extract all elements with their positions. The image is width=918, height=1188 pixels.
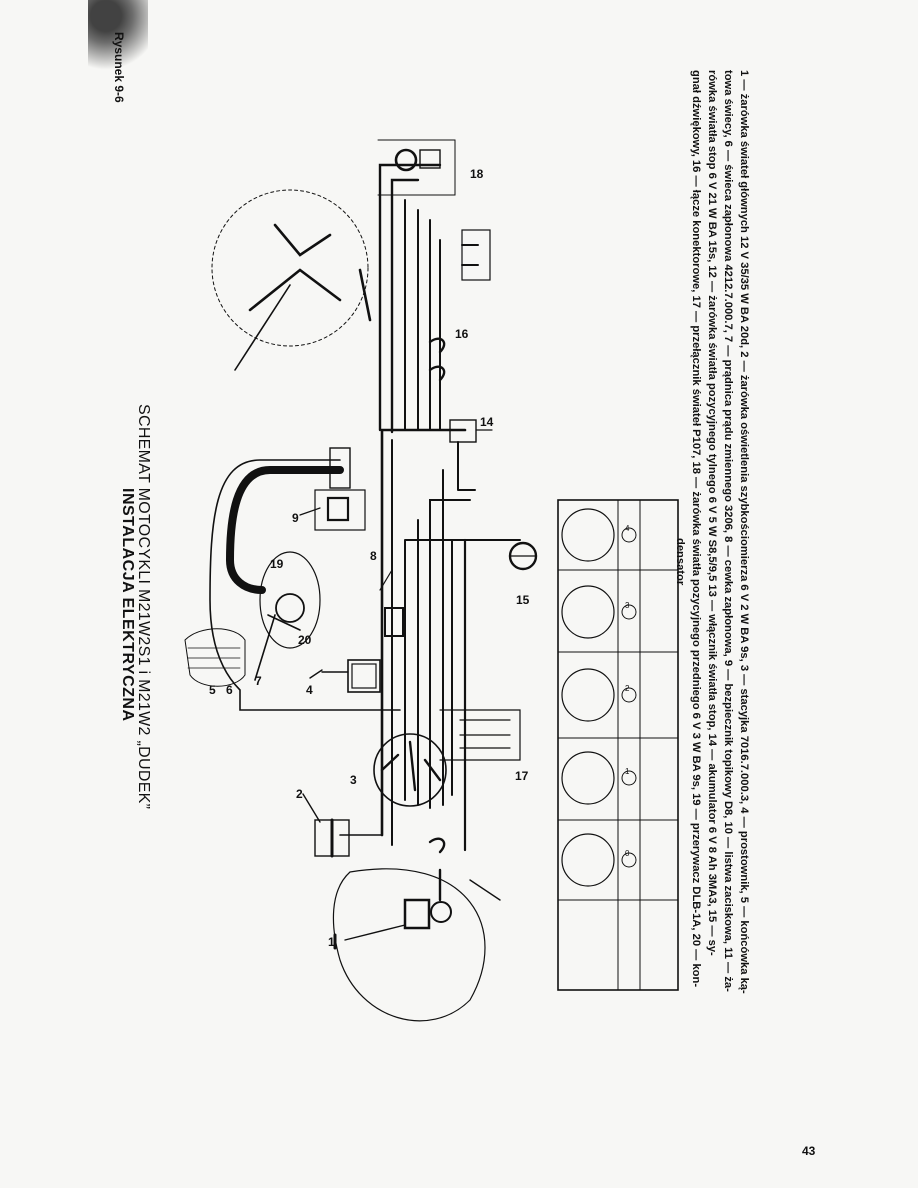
label-19: 19	[270, 557, 284, 571]
key-position-0: 0	[625, 849, 630, 858]
label-18: 18	[470, 167, 484, 181]
key-position-4: 4	[625, 524, 630, 533]
label-14: 14	[480, 415, 494, 429]
caption-line-3: rówka światła stop 6 V 21 W BA 15s, 12 —…	[706, 70, 718, 956]
page-number: 43	[802, 1144, 816, 1158]
caption-line-5: densator	[674, 538, 686, 586]
label-20: 20	[298, 633, 312, 647]
label-15: 15	[516, 593, 530, 607]
headlamp-outline	[332, 868, 486, 1022]
key-position-2: 2	[625, 684, 630, 693]
label-9: 9	[292, 511, 299, 525]
key-position-3: 3	[625, 601, 630, 610]
label-17: 17	[515, 769, 529, 783]
label-1: 1	[328, 935, 335, 949]
key-position-1: 1	[625, 767, 630, 776]
figure-caption: 1 — żarówka świateł głównych 12 V 35/35 …	[674, 70, 818, 1130]
caption-line-2: towa świecy, 6 — świeca zapłonowa 4212.7…	[722, 70, 734, 992]
label-5: 5	[209, 683, 216, 697]
caption-line-1: 1 — żarówka świateł głównych 12 V 35/35 …	[738, 70, 750, 994]
label-6: 6	[226, 683, 233, 697]
label-16: 16	[455, 327, 469, 341]
label-8: 8	[370, 549, 377, 563]
scan-artifact	[88, 0, 148, 80]
caption-line-4: gnał dźwiękowy, 16 — łącze konektorowe, …	[690, 70, 702, 988]
label-2: 2	[296, 787, 303, 801]
label-3: 3	[350, 773, 357, 787]
label-4: 4	[306, 683, 313, 697]
label-7: 7	[255, 674, 262, 688]
